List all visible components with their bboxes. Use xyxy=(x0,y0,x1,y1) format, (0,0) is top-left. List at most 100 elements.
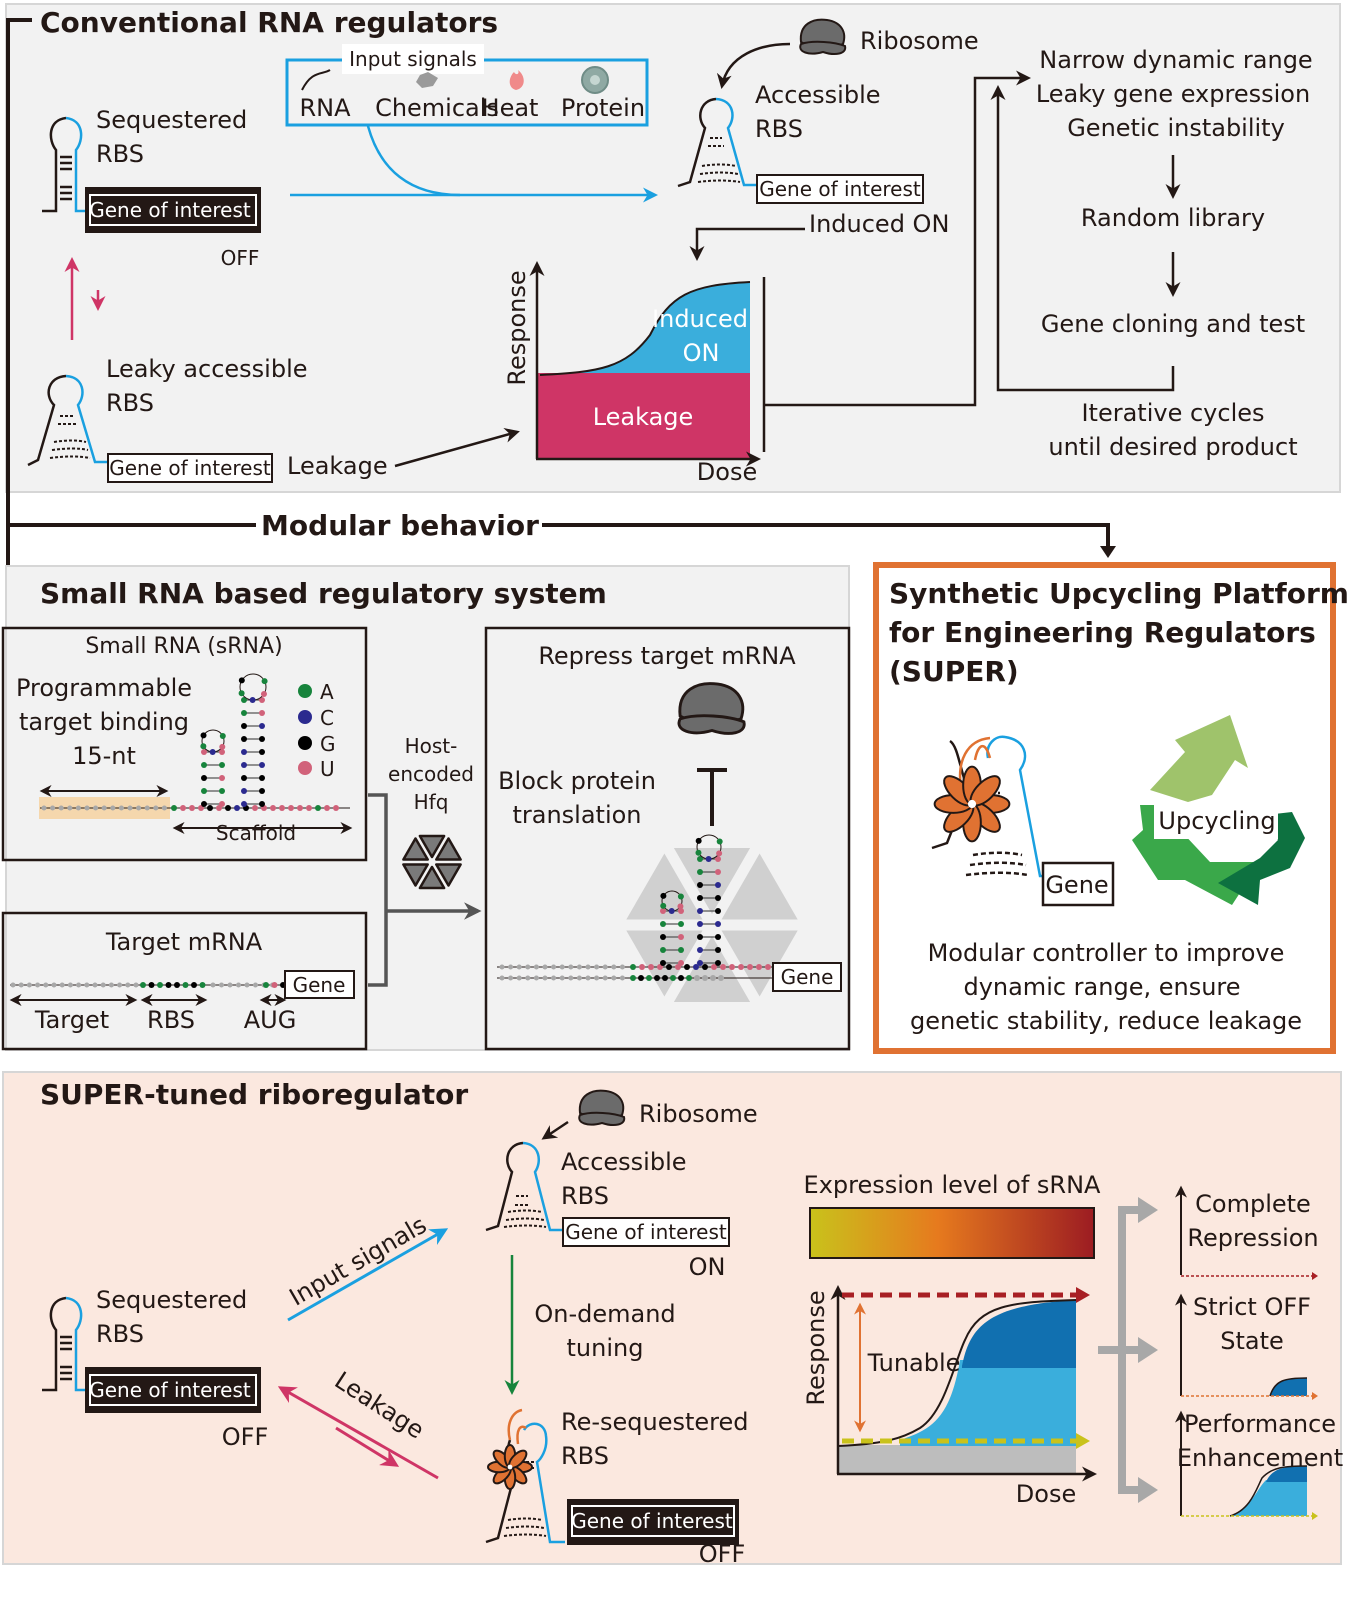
outcome-3-label-2: Enhancement xyxy=(1177,1444,1343,1472)
nucleotide-dot xyxy=(227,982,233,988)
nucleotide-dot xyxy=(93,805,99,811)
nucleotide-dot xyxy=(234,805,240,811)
nucleotide-dot xyxy=(678,921,684,927)
iterative-label-2: until desired product xyxy=(1048,433,1297,461)
nucleotide-dot xyxy=(638,975,644,981)
nucleotide-dot xyxy=(594,964,600,970)
gene-block-leaky xyxy=(107,453,273,483)
block-label-2: translation xyxy=(512,801,641,829)
nucleotide-dot xyxy=(619,975,625,981)
nucleotide-dot xyxy=(715,921,721,927)
rna-strand-icon xyxy=(301,69,331,91)
nucleotide-dot xyxy=(200,743,207,750)
tunable-label: Tunable xyxy=(867,1349,961,1377)
nucleotide-dot xyxy=(559,964,565,970)
hfq-subunit xyxy=(673,848,751,914)
legend-a-label: A xyxy=(320,680,334,704)
hfq-subunit xyxy=(721,930,798,997)
super-desc-1: Modular controller to improve xyxy=(928,939,1285,967)
legend-g-dot xyxy=(298,736,312,750)
nucleotide-dot xyxy=(333,805,339,811)
leakage-arrow-label: Leakage xyxy=(287,452,388,480)
tuning-label-1: On-demand xyxy=(534,1300,675,1328)
nucleotide-dot xyxy=(259,710,265,716)
nucleotide-dot xyxy=(201,775,207,781)
baseline-region xyxy=(838,1445,1076,1474)
srna-box xyxy=(1,626,368,862)
hfq-label-1: Host- xyxy=(405,734,458,758)
nucleotide-dot xyxy=(26,982,32,988)
nucleotide-dot xyxy=(508,975,514,981)
nucleotide-dot xyxy=(697,947,703,953)
leakage-region-label: Leakage xyxy=(593,403,694,431)
nucleotide-dot xyxy=(157,982,163,988)
nucleotide-dot xyxy=(499,975,505,981)
nucleotide-dot xyxy=(639,964,645,970)
outcome-performance-enhancement: Performance Enhancement xyxy=(1175,1410,1343,1520)
upcycling-label: Upcycling xyxy=(1158,807,1275,835)
hfq-label-3: Hfq xyxy=(414,790,449,814)
nucleotide-dot xyxy=(219,982,224,988)
nucleotide-dot xyxy=(516,964,522,970)
block-label-1: Block protein xyxy=(498,767,656,795)
nucleotide-dot xyxy=(241,788,247,794)
nucleotide-dot xyxy=(602,964,608,970)
leaky-label-2: RBS xyxy=(106,389,154,417)
nucleotide-dot xyxy=(279,805,285,811)
gene-block xyxy=(284,970,355,999)
accessible-label-2: RBS xyxy=(561,1182,609,1210)
nucleotide-dot xyxy=(702,975,708,981)
legend-g-label: G xyxy=(320,732,336,756)
nucleotide-dot xyxy=(705,855,712,862)
nucleotide-dot xyxy=(238,690,245,697)
to-issues-arrow xyxy=(764,70,1031,407)
nucleotide-dot xyxy=(219,788,225,794)
induced-region-label-1: Induced xyxy=(652,305,748,333)
nucleotide-dot xyxy=(50,805,56,811)
nucleotide-dot xyxy=(611,964,617,970)
legend-u-label: U xyxy=(320,757,335,781)
nucleotide-dot xyxy=(756,964,762,970)
nucleotide-dot xyxy=(551,975,557,981)
nucleotide-dot xyxy=(697,856,703,862)
leakage-arrow xyxy=(277,1386,439,1480)
nucleotide-dot xyxy=(259,697,265,703)
nucleotide-dot xyxy=(201,749,207,755)
nucleotide-dot xyxy=(697,908,703,914)
nucleotide-dot xyxy=(182,982,189,988)
nucleotide-dot xyxy=(660,902,667,909)
x-axis-label: Dose xyxy=(697,458,757,486)
nucleotide-dot xyxy=(241,762,247,768)
leaky-label-1: Leaky accessible xyxy=(106,355,308,383)
nucleotide-dot xyxy=(133,982,139,988)
nucleotide-dot xyxy=(219,743,226,750)
nucleotide-dot xyxy=(259,801,265,807)
nucleotide-dot xyxy=(117,982,123,988)
nucleotide-dot xyxy=(738,964,744,970)
nucleotide-dot xyxy=(92,982,98,988)
merge-connector xyxy=(368,793,388,987)
nucleotide-dot xyxy=(35,982,41,988)
nucleotide-dot xyxy=(189,805,195,811)
nucleotide-dot xyxy=(140,982,146,988)
accessible-label-1: Accessible xyxy=(755,81,881,109)
leaky-hairpin-icon xyxy=(27,374,110,467)
nucleotide-dot xyxy=(715,869,721,875)
ribosome-icon xyxy=(677,682,746,735)
nucleotide-dot xyxy=(76,982,82,988)
aug-label: AUG xyxy=(244,1006,297,1034)
duplex-nucleotides xyxy=(499,834,771,981)
nucleotide-dot xyxy=(180,805,186,811)
super-title-3: (SUPER) xyxy=(889,655,1019,688)
nucleotide-dot xyxy=(678,934,684,940)
gene-label: Gene of interest xyxy=(89,1378,251,1402)
outcome-2-label-1: Strict OFF xyxy=(1193,1293,1311,1321)
nucleotide-dot xyxy=(51,982,57,988)
super-title-2: for Engineering Regulators xyxy=(889,616,1316,649)
nucleotide-dot xyxy=(75,805,81,811)
nucleotide-dot xyxy=(41,805,47,811)
response-curve xyxy=(539,281,751,376)
nucleotide-dot xyxy=(716,850,723,857)
nucleotide-dot xyxy=(710,975,716,981)
nucleotide-dot xyxy=(716,838,723,845)
